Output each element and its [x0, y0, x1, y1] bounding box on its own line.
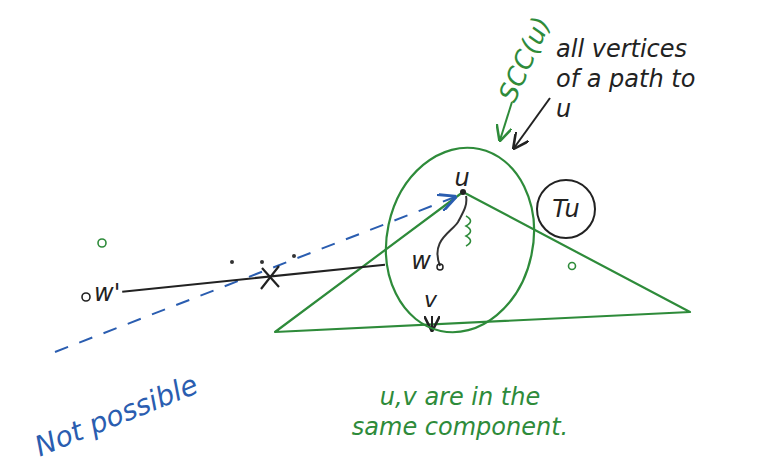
vertex-label: v — [424, 286, 437, 314]
conclusion-text: u,v are in the same component. — [345, 382, 575, 442]
vertex-mark — [569, 263, 576, 270]
path-curve — [437, 196, 466, 266]
subtree-circle: Tu — [535, 178, 597, 240]
vertex-mark — [98, 239, 106, 247]
path-dot — [292, 254, 296, 258]
path-squiggle — [466, 216, 471, 246]
subtree-triangle — [275, 192, 690, 332]
leader-arrow — [500, 102, 512, 140]
vertex-point: w' — [92, 279, 122, 307]
vertex-label: u — [454, 165, 469, 191]
scc-label: SCC(u) — [494, 12, 557, 105]
vertex-label: w' — [94, 280, 120, 306]
note-text: all vertices of a path to u — [556, 34, 716, 124]
vertex-mark — [82, 293, 90, 301]
vertex-dot — [437, 264, 443, 270]
component-ellipse — [369, 134, 550, 346]
scc-ellipse: SCC(u)uw — [385, 145, 535, 335]
path-dot — [260, 260, 264, 264]
dashed-path — [55, 197, 455, 352]
subtree-circle-line — [537, 180, 595, 238]
vertex-label: w — [411, 248, 431, 274]
subtree-label: Tu — [552, 196, 579, 222]
connector-line — [122, 265, 385, 292]
path-dot — [230, 260, 234, 264]
remark-text: Not possible — [30, 367, 203, 464]
